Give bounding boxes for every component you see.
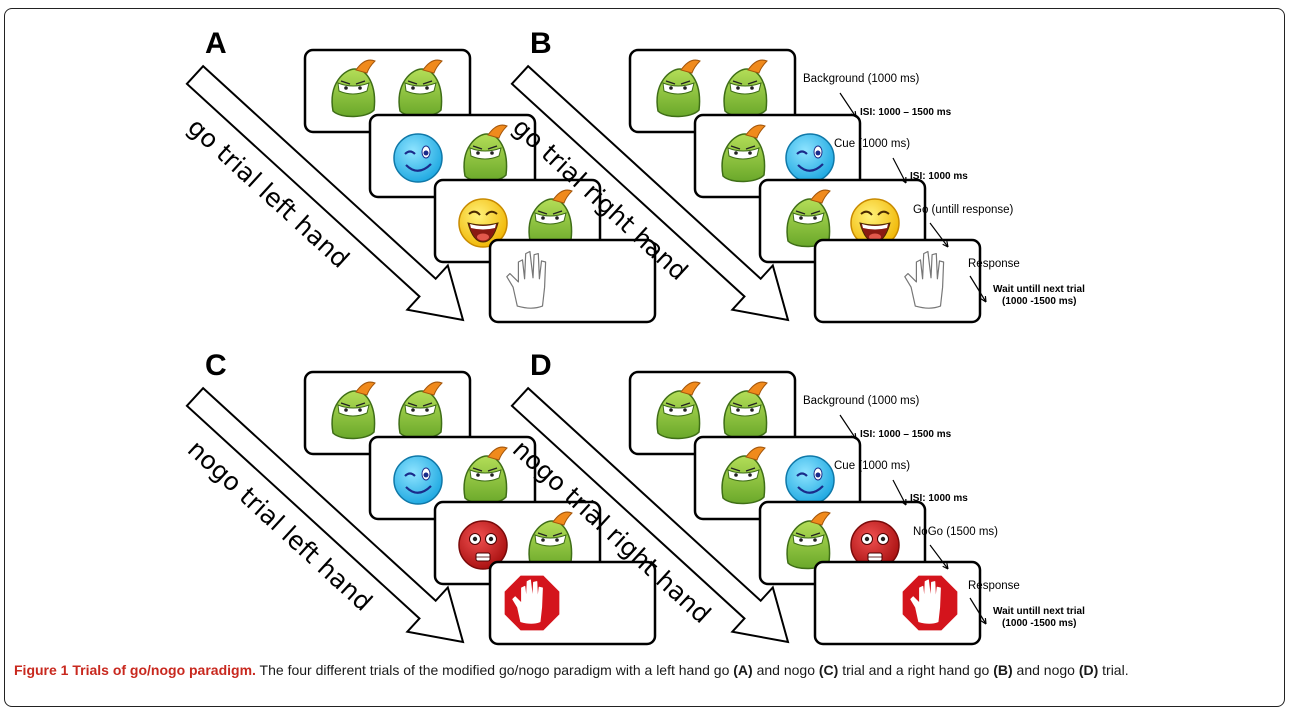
panel-letter: D [530,349,552,382]
caption-text: trial. [1098,662,1129,678]
blob-face-icon [331,381,376,440]
stimulus-card [628,370,797,456]
timeline-interval-label: ISI: 1000 ms [910,493,968,504]
caption-ref-c: (C) [818,662,839,678]
timeline-annotations: Background (1000 ms) ISI: 1000 – 1500 ms C… [803,395,1085,629]
timeline-interval-label: ISI: 1000 ms [910,171,968,182]
figure-caption: Figure 1 Trials of go/nogo paradigm. The… [14,660,1276,680]
caption-text: The four different trials of the modifie… [255,662,734,678]
wink-face-icon [393,133,443,183]
response-card [488,560,657,646]
blob-face-icon [721,124,766,183]
wink-face-icon [785,455,835,505]
panel-letter: C [205,349,227,382]
response-card [488,238,657,324]
laugh-face-icon [850,198,900,248]
timeline-annotations: Background (1000 ms) ISI: 1000 – 1500 ms C… [803,73,1085,307]
timeline-phase-label: Response [968,580,1020,592]
caption-title: Figure 1 Trials of go/nogo paradigm. [14,662,256,678]
timeline-interval-label: ISI: 1000 – 1500 ms [860,429,952,440]
blob-face-icon [723,381,768,440]
blob-face-icon [331,59,376,118]
blob-face-icon [656,59,701,118]
caption-ref-d: (D) [1078,662,1099,678]
caption-ref-a: (A) [733,662,753,678]
timeline-interval-label: Wait untill next trial [993,606,1085,617]
laugh-face-icon [458,198,508,248]
blob-face-icon [528,511,573,570]
blob-face-icon [463,124,508,183]
panel-letter: B [530,27,552,60]
caption-text: trial and a right hand go [838,662,994,678]
timeline-phase-label: NoGo (1500 ms) [913,526,998,538]
hand-icon [506,250,547,309]
timeline-interval-label: (1000 -1500 ms) [1002,618,1077,629]
stimulus-card [303,48,472,134]
stimulus-card [693,113,862,199]
wink-face-icon [785,133,835,183]
blob-face-icon [656,381,701,440]
timeline-phase-label: Background (1000 ms) [803,73,920,85]
stimulus-card [368,113,537,199]
angry-face-icon [458,520,508,570]
response-card [813,238,982,324]
timeline-interval-label: Wait untill next trial [993,284,1085,295]
blob-face-icon [463,446,508,505]
figure-frame [4,8,1285,707]
hand-icon [904,250,945,309]
blob-face-icon [786,189,831,248]
blob-face-icon [528,189,573,248]
blob-face-icon [786,511,831,570]
caption-ref-b: (B) [993,662,1013,678]
stop-sign-icon [900,573,960,633]
wink-face-icon [393,455,443,505]
timeline-phase-label: Go (untill response) [913,204,1014,216]
timeline-interval-label: ISI: 1000 – 1500 ms [860,107,952,118]
timeline-phase-label: Cue (1000 ms) [834,138,910,150]
stimulus-card [368,435,537,521]
stop-sign-icon [502,573,562,633]
panel-letter: A [205,27,227,60]
timeline-phase-label: Background (1000 ms) [803,395,920,407]
stimulus-card [758,178,927,264]
blob-face-icon [723,59,768,118]
timeline-interval-label: (1000 -1500 ms) [1002,296,1077,307]
caption-text: and nogo [752,662,819,678]
timeline-phase-label: Cue (1000 ms) [834,460,910,472]
blob-face-icon [721,446,766,505]
stimulus-card [628,48,797,134]
caption-text: and nogo [1012,662,1079,678]
timeline-phase-label: Response [968,258,1020,270]
response-card [813,560,982,646]
stimulus-card [303,370,472,456]
